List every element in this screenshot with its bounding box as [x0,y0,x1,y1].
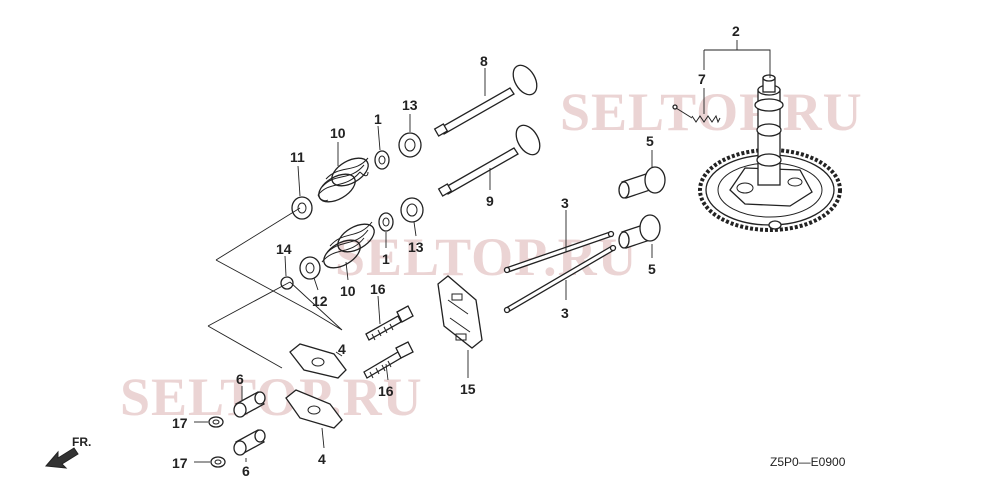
rocker-arm-upper [289,343,347,379]
front-label: FR. [72,435,91,449]
callout-13-lower: 13 [408,239,424,255]
leader-10b [345,261,349,281]
callout-5-lower: 5 [648,261,656,277]
callout-9: 9 [486,193,494,209]
leader-11 [297,165,301,197]
watermark-middle: SELTOP.RU [335,227,638,287]
valve-stem-seal-lower [400,197,424,223]
callout-6-upper: 6 [236,371,244,387]
callout-4-upper: 4 [338,341,346,357]
rocker-arm-pivot-bolt-upper [365,305,414,341]
exhaust-valve [433,64,538,137]
pivot-adjusting-nut-lower [210,456,226,468]
watermark-top: SELTOP.RU [560,82,863,142]
rocker-arm-pivot-bolt-lower [363,341,414,379]
callout-3-lower: 3 [561,305,569,321]
camshaft-gear [698,74,842,232]
callout-7: 7 [698,71,706,87]
callout-8: 8 [480,53,488,69]
callout-17-lower: 17 [172,455,188,471]
leader-12 [313,277,319,291]
callout-11: 11 [290,149,305,165]
callout-5-upper: 5 [646,133,654,149]
callout-16-upper: 16 [370,281,386,297]
decompressor-spring [672,104,721,124]
assembly-guide-lines [207,207,343,369]
leader-1a [377,125,381,151]
rocker-arm-pivot-upper [233,391,266,418]
valve-lifter-lower [618,214,661,249]
callout-2: 2 [732,23,740,39]
front-direction-arrow: FR. [44,435,91,469]
leader-4b [321,427,325,449]
push-rod-guide-plate [437,275,483,349]
callout-16-lower: 16 [378,383,394,399]
callout-3-upper: 3 [561,195,569,211]
callout-12: 12 [312,293,328,309]
valve-spring-retainer-lower [299,256,321,280]
diagram-code: Z5P0—E0900 [770,455,846,469]
callout-1-upper: 1 [374,111,382,127]
leader-16b [385,363,389,381]
rocker-arm-lower [285,389,343,429]
callout-6-lower: 6 [242,463,250,479]
valve-cotter-lower [378,212,394,232]
callout-14: 14 [276,241,292,257]
callout-10-upper: 10 [330,125,346,141]
callout-1-lower: 1 [382,251,390,267]
callout-15: 15 [460,381,476,397]
valve-rotator-cap [280,276,294,290]
callout-17-upper: 17 [172,415,188,431]
valve-spring-upper [317,157,369,203]
leader-14 [284,255,287,277]
leader-13b [413,221,417,237]
leader-4a [335,351,343,357]
valve-cotter-upper [374,150,390,170]
push-rods [503,230,617,314]
callout-4-lower: 4 [318,451,326,467]
watermark-bottom: SELTOP.RU [120,367,423,427]
valve-spring-retainer-upper [291,196,313,220]
leader-16a [377,295,381,325]
callout-13-upper: 13 [402,97,418,113]
callout-10-lower: 10 [340,283,356,299]
valve-stem-seal-upper [398,132,422,158]
valve-spring-lower [321,221,375,269]
pivot-adjusting-nut-upper [208,416,224,428]
rocker-arm-pivot-lower [233,429,266,456]
valve-lifter-upper [618,166,666,199]
intake-valve [437,124,541,197]
leader-2 [703,40,771,78]
